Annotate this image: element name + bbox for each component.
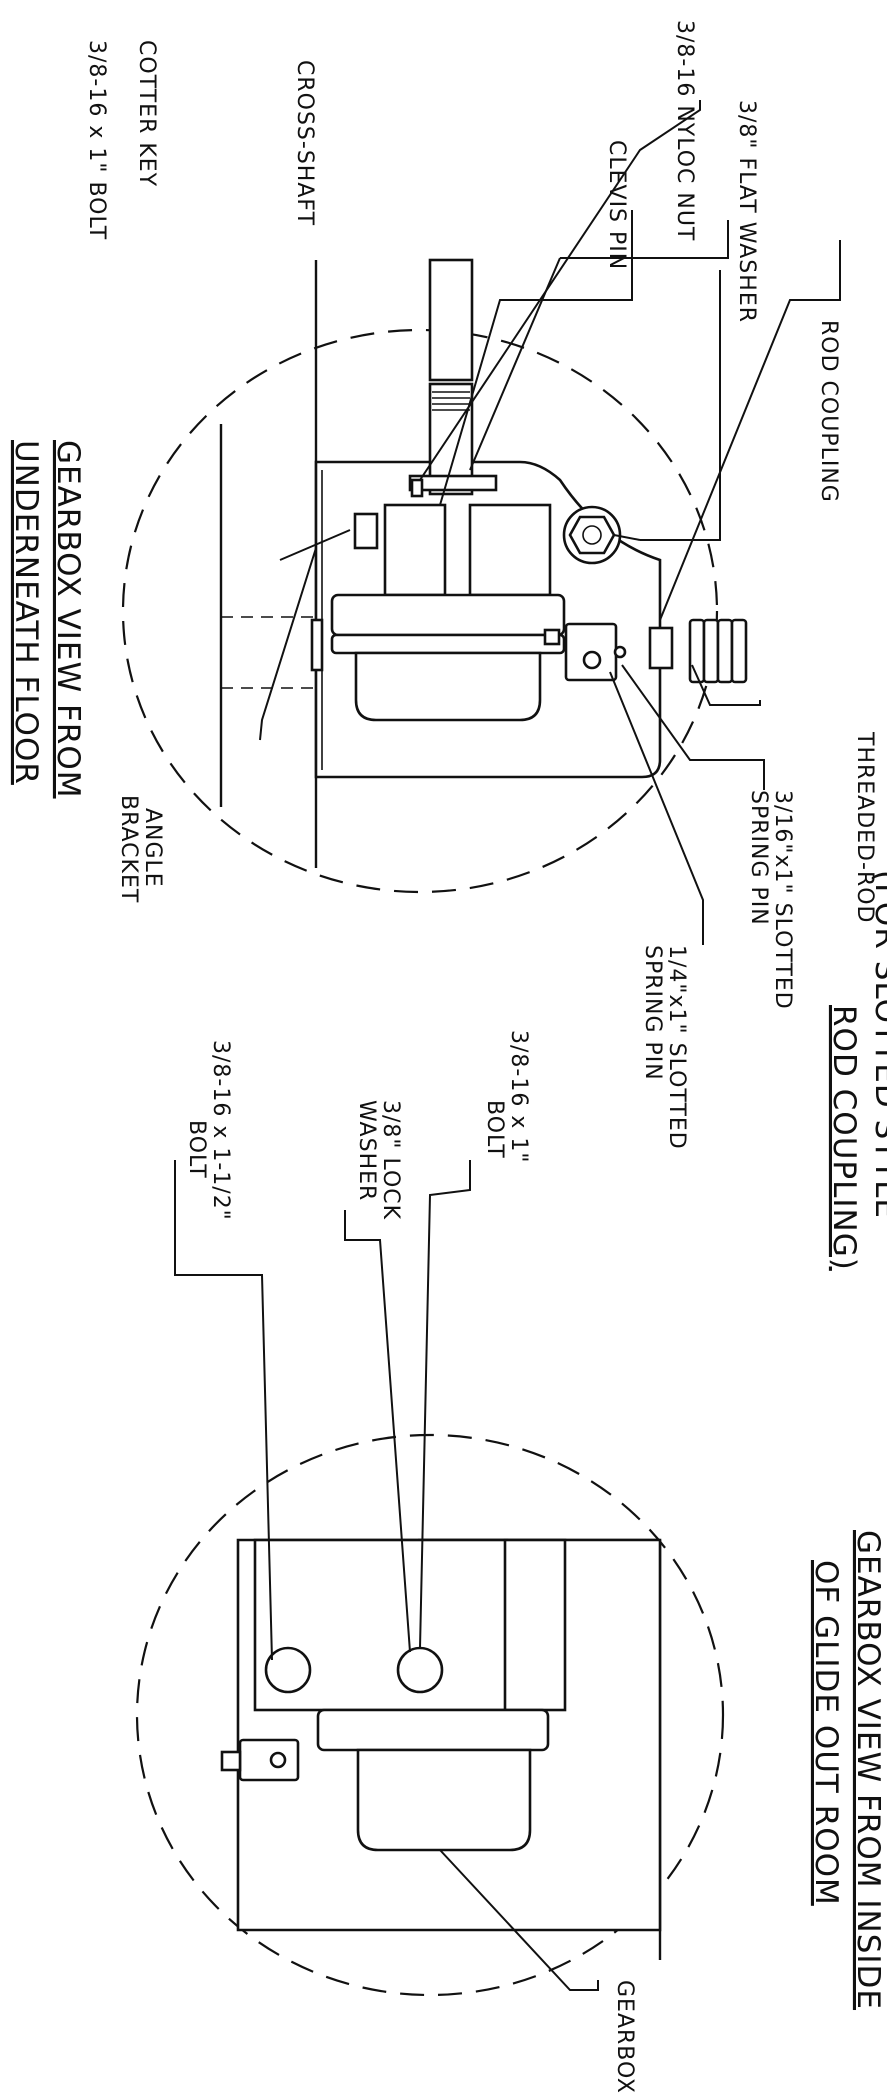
rod-stub: [220, 1750, 242, 1772]
gearbox-body-inside: [356, 1748, 532, 1852]
threaded-rod-coils: [688, 618, 748, 684]
label-lock-washer-line1: 3/8" LOCK: [378, 1100, 403, 1220]
label-bolt-1: 3/8-16 x 1" BOLT: [84, 40, 109, 240]
gearbox-upper-b: [468, 503, 552, 597]
label-angle-bracket-line2: BRACKET: [116, 795, 141, 903]
gearbox-lower: [354, 651, 542, 722]
mount-bolt-head: [353, 512, 379, 550]
label-nyloc-nut: 3/8-16 NYLOC NUT: [672, 20, 697, 241]
label-lock-washer-line2: WASHER: [354, 1100, 379, 1201]
label-flat-washer: 3/8" FLAT WASHER: [734, 100, 759, 323]
label-cotter-key: COTTER KEY: [134, 40, 159, 187]
label-angle-bracket-line1: ANGLE: [140, 808, 165, 888]
label-spring-pin-14-line1: 1/4"x1" SLOTTED: [664, 945, 689, 1150]
note-coupling-line2: ROD COUPLING): [826, 1005, 862, 1271]
underneath-leaders: [259, 100, 841, 945]
gearbox-top: [316, 1708, 550, 1752]
label-rod-coupling: ROD COUPLING: [816, 320, 841, 503]
detail-circle-underneath: [121, 328, 719, 894]
title-underneath-line2: UNDERNEATH FLOOR: [8, 440, 44, 785]
label-bolt-1-5-line2: BOLT: [184, 1120, 209, 1179]
cotter-key: [410, 478, 424, 498]
label-gearbox: GEARBOX: [612, 1980, 637, 2094]
detail-circle-inside: [135, 1433, 725, 1997]
label-cross-shaft: CROSS-SHAFT: [292, 60, 317, 226]
clevis-pin: [408, 474, 498, 492]
label-threaded-rod: THREADED-ROD: [852, 731, 877, 923]
cross-shaft: [428, 258, 474, 382]
gearbox-flange: [330, 593, 566, 637]
spring-pin-14-dot: [582, 650, 602, 670]
spring-pin-316-dot: [613, 645, 627, 659]
knurl-marks: [432, 391, 470, 411]
bracket-end: [503, 1538, 567, 1712]
gearbox-upper-a: [383, 503, 447, 597]
nyloc-nut: [568, 515, 616, 555]
label-bolt-1-5-line1: 3/8-16 x 1-1/2": [208, 1040, 233, 1221]
label-clevis-pin: CLEVIS PIN: [604, 140, 629, 270]
labels-inside: 3/8-16 x 1" BOLT 3/8" LOCK WASHER 3/8-16…: [184, 1030, 886, 2094]
title-inside-line2: OF GLIDE OUT ROOM: [808, 1560, 844, 1906]
underneath-floor-view: [121, 100, 841, 945]
title-underneath-line1: GEARBOX VIEW FROM: [50, 440, 86, 799]
label-bolt-1-line2: BOLT: [482, 1100, 507, 1159]
flange-stud-right: [543, 628, 561, 646]
bolt-head-large: [264, 1646, 312, 1694]
label-spring-pin-14-line2: SPRING PIN: [640, 945, 665, 1081]
note-coupling-line1: (FOR SLOTTED STYLE: [868, 870, 887, 1219]
flange-stud-left: [310, 618, 324, 672]
bolt-head-small: [396, 1646, 444, 1694]
gearbox-bottom-plate: [330, 633, 566, 655]
label-bolt-1-line1: 3/8-16 x 1": [506, 1030, 531, 1163]
inside-leaders: [174, 1160, 599, 1991]
nut-hole: [582, 525, 602, 545]
threaded-rod: [648, 626, 674, 670]
labels-underneath: COTTER KEY 3/8-16 x 1" BOLT CROSS-SHAFT …: [8, 20, 877, 1150]
title-inside-line1: GEARBOX VIEW FROM INSIDE: [850, 1530, 886, 2010]
labels-coupling-note: (FOR SLOTTED STYLE ROD COUPLING): [826, 870, 887, 1271]
label-spring-pin-316-line1: 3/16"x1" SLOTTED: [770, 790, 795, 1010]
inside-room-view: [135, 1160, 725, 1997]
label-spring-pin-316-line2: SPRING PIN: [746, 790, 771, 926]
coupling-inside: [238, 1738, 300, 1782]
coupling-pin: [269, 1751, 287, 1769]
